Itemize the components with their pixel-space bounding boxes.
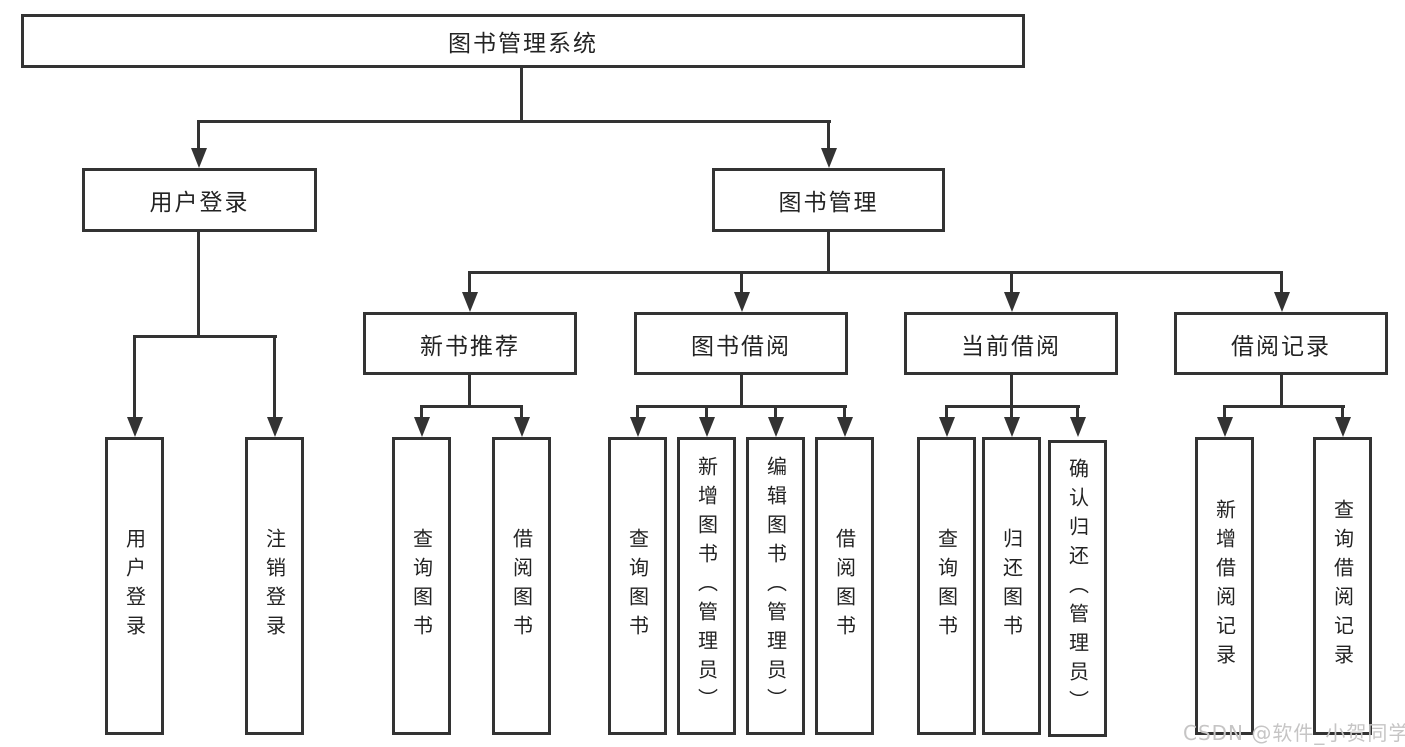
leaf-return-book: 归还图书 bbox=[982, 437, 1041, 735]
leaf-query-book-newrec-label: 查询图书 bbox=[409, 528, 434, 644]
connector-line bbox=[468, 374, 471, 408]
node-borrowing-records-label: 借阅记录 bbox=[1231, 333, 1331, 360]
node-root: 图书管理系统 bbox=[21, 14, 1025, 68]
leaf-return-book-label: 归还图书 bbox=[999, 528, 1024, 644]
leaf-query-borrow-record: 查询借阅记录 bbox=[1313, 437, 1372, 735]
arrow-down-icon bbox=[636, 405, 639, 417]
leaf-add-book-admin-label: 新增图书（管理员） bbox=[694, 455, 719, 717]
node-current-borrowing: 当前借阅 bbox=[904, 312, 1118, 375]
connector-line bbox=[827, 231, 830, 273]
node-user-login: 用户登录 bbox=[82, 168, 317, 232]
connector-line bbox=[636, 405, 847, 408]
arrow-down-icon bbox=[520, 405, 523, 417]
arrow-down-icon bbox=[1076, 405, 1079, 417]
node-new-book-recommend-label: 新书推荐 bbox=[420, 333, 520, 360]
arrow-down-icon bbox=[420, 405, 423, 417]
leaf-user-login-label: 用户登录 bbox=[122, 528, 147, 644]
arrow-down-icon bbox=[945, 405, 948, 417]
leaf-query-book-borrow-label: 查询图书 bbox=[625, 528, 650, 644]
arrow-down-icon bbox=[705, 405, 708, 417]
connector-line bbox=[1280, 374, 1283, 408]
leaf-edit-book-admin-label: 编辑图书（管理员） bbox=[763, 455, 788, 717]
node-book-borrowing: 图书借阅 bbox=[634, 312, 848, 375]
connector-line bbox=[520, 68, 523, 123]
leaf-borrow-book: 借阅图书 bbox=[815, 437, 874, 735]
arrow-down-icon bbox=[1010, 271, 1013, 292]
arrow-down-icon bbox=[827, 120, 830, 148]
leaf-query-book-newrec: 查询图书 bbox=[392, 437, 451, 735]
leaf-logout: 注销登录 bbox=[245, 437, 304, 735]
node-borrowing-records: 借阅记录 bbox=[1174, 312, 1388, 375]
connector-line bbox=[197, 231, 200, 337]
arrow-down-icon bbox=[843, 405, 846, 417]
connector-line bbox=[740, 374, 743, 408]
leaf-edit-book-admin: 编辑图书（管理员） bbox=[746, 437, 805, 735]
arrow-down-icon bbox=[1280, 271, 1283, 292]
arrow-down-icon bbox=[774, 405, 777, 417]
arrow-down-icon bbox=[740, 271, 743, 292]
leaf-query-book-current-label: 查询图书 bbox=[934, 528, 959, 644]
leaf-add-book-admin: 新增图书（管理员） bbox=[677, 437, 736, 735]
node-book-management: 图书管理 bbox=[712, 168, 945, 232]
csdn-watermark: CSDN @软件_小贺同学 bbox=[1183, 721, 1405, 745]
arrow-down-icon bbox=[133, 335, 136, 417]
leaf-add-borrow-record-label: 新增借阅记录 bbox=[1212, 499, 1237, 673]
node-user-login-label: 用户登录 bbox=[149, 190, 250, 216]
node-new-book-recommend: 新书推荐 bbox=[363, 312, 577, 375]
leaf-borrow-book-newrec: 借阅图书 bbox=[492, 437, 551, 735]
leaf-add-borrow-record: 新增借阅记录 bbox=[1195, 437, 1254, 735]
node-current-borrowing-label: 当前借阅 bbox=[961, 333, 1061, 360]
connector-line bbox=[468, 271, 1283, 274]
leaf-user-login: 用户登录 bbox=[105, 437, 164, 735]
leaf-query-book-borrow: 查询图书 bbox=[608, 437, 667, 735]
arrow-down-icon bbox=[1010, 405, 1013, 417]
connector-line bbox=[197, 120, 831, 123]
leaf-borrow-book-newrec-label: 借阅图书 bbox=[509, 528, 534, 644]
node-book-management-label: 图书管理 bbox=[778, 190, 879, 216]
connector-line bbox=[420, 405, 523, 408]
arrow-down-icon bbox=[1223, 405, 1226, 417]
node-root-label: 图书管理系统 bbox=[448, 31, 598, 57]
arrow-down-icon bbox=[273, 335, 276, 417]
leaf-confirm-return-admin-label: 确认归还（管理员） bbox=[1065, 458, 1090, 719]
leaf-query-book-current: 查询图书 bbox=[917, 437, 976, 735]
node-book-borrowing-label: 图书借阅 bbox=[691, 333, 791, 360]
leaf-confirm-return-admin: 确认归还（管理员） bbox=[1048, 440, 1107, 737]
connector-line bbox=[1010, 374, 1013, 408]
connector-line bbox=[1223, 405, 1345, 408]
leaf-logout-label: 注销登录 bbox=[262, 528, 287, 644]
arrow-down-icon bbox=[197, 120, 200, 148]
leaf-borrow-book-label: 借阅图书 bbox=[832, 528, 857, 644]
arrow-down-icon bbox=[1341, 405, 1344, 417]
connector-line bbox=[133, 335, 277, 338]
arrow-down-icon bbox=[468, 271, 471, 292]
leaf-query-borrow-record-label: 查询借阅记录 bbox=[1330, 499, 1355, 673]
